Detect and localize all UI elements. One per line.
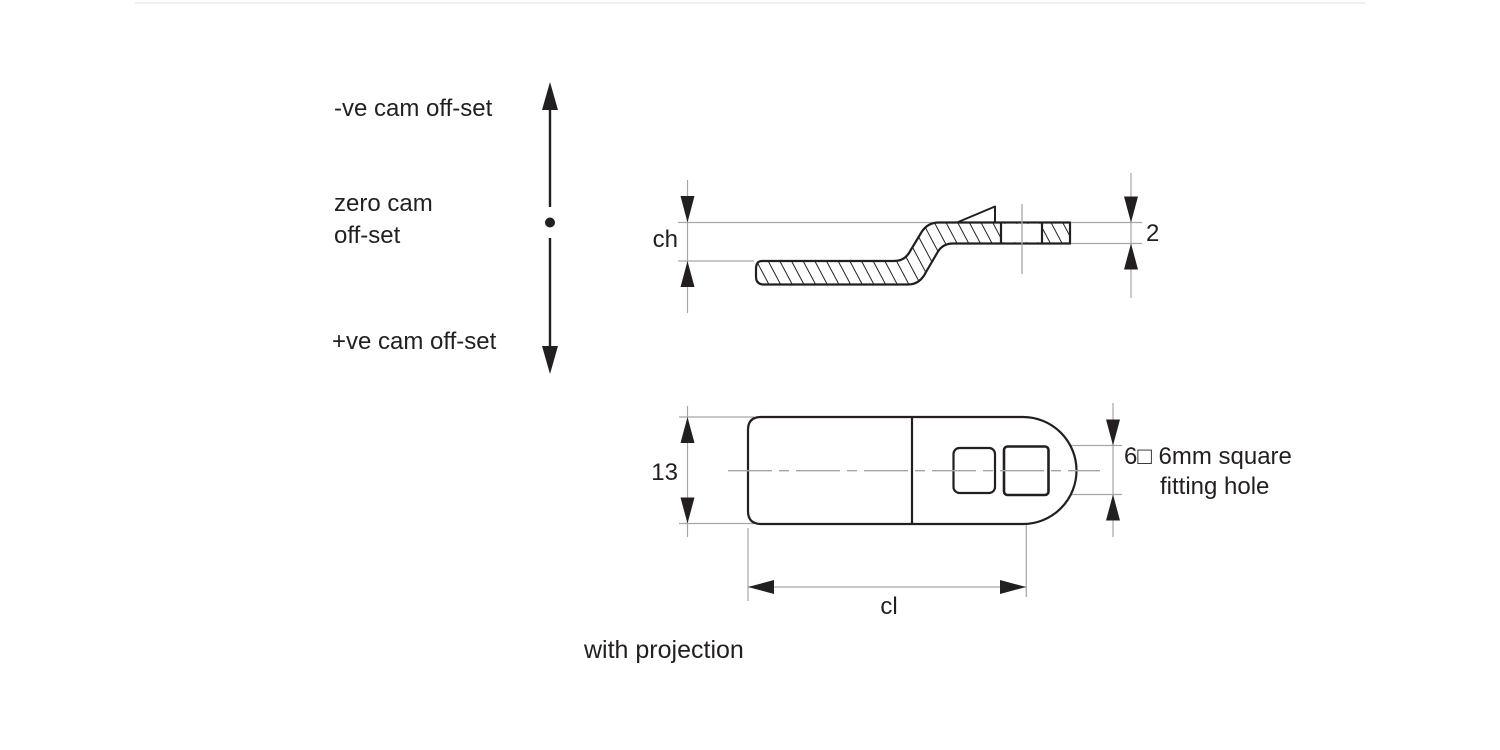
ch-bottom-arrowhead-icon <box>680 261 695 287</box>
hole-note-line2: fitting hole <box>1160 473 1270 500</box>
thickness-top-arrowhead-icon <box>1124 196 1138 223</box>
zero-offset-label-line1: zero cam <box>334 190 433 217</box>
width-top-arrowhead-icon <box>680 417 695 443</box>
projection-tab <box>956 205 996 224</box>
thickness-value: 2 <box>1146 220 1160 247</box>
side-view-dim-arrowheads <box>680 196 1138 287</box>
length-right-arrowhead-icon <box>1000 580 1026 594</box>
side-view <box>678 173 1142 313</box>
side-view-extension-lines <box>678 173 1142 313</box>
positive-offset-label: +ve cam off-set <box>332 328 497 355</box>
zero-offset-label-line2: off-set <box>334 222 401 249</box>
cam-height-label: ch <box>652 226 678 253</box>
hole-top-arrowhead-icon <box>1106 419 1120 446</box>
up-arrowhead-icon <box>542 82 558 110</box>
hole-bottom-arrowhead-icon <box>1106 494 1120 521</box>
length-left-arrowhead-icon <box>748 580 774 594</box>
down-arrowhead-icon <box>542 346 558 374</box>
plan-view-dim-arrowheads <box>680 417 1120 594</box>
variant-caption: with projection <box>584 636 744 664</box>
plan-width-value: 13 <box>651 459 678 486</box>
centres-length-label: cl <box>880 593 898 620</box>
cam-section-outline <box>754 221 1072 286</box>
ch-top-arrowhead-icon <box>680 196 695 223</box>
thickness-bottom-arrowhead-icon <box>1124 243 1138 270</box>
negative-offset-label: -ve cam off-set <box>334 95 493 122</box>
offset-indicator <box>542 82 558 374</box>
width-bottom-arrowhead-icon <box>680 497 695 524</box>
plan-view <box>679 403 1122 601</box>
zero-offset-dot <box>545 217 555 228</box>
hole-note-line1: 6□ 6mm square <box>1124 443 1292 470</box>
